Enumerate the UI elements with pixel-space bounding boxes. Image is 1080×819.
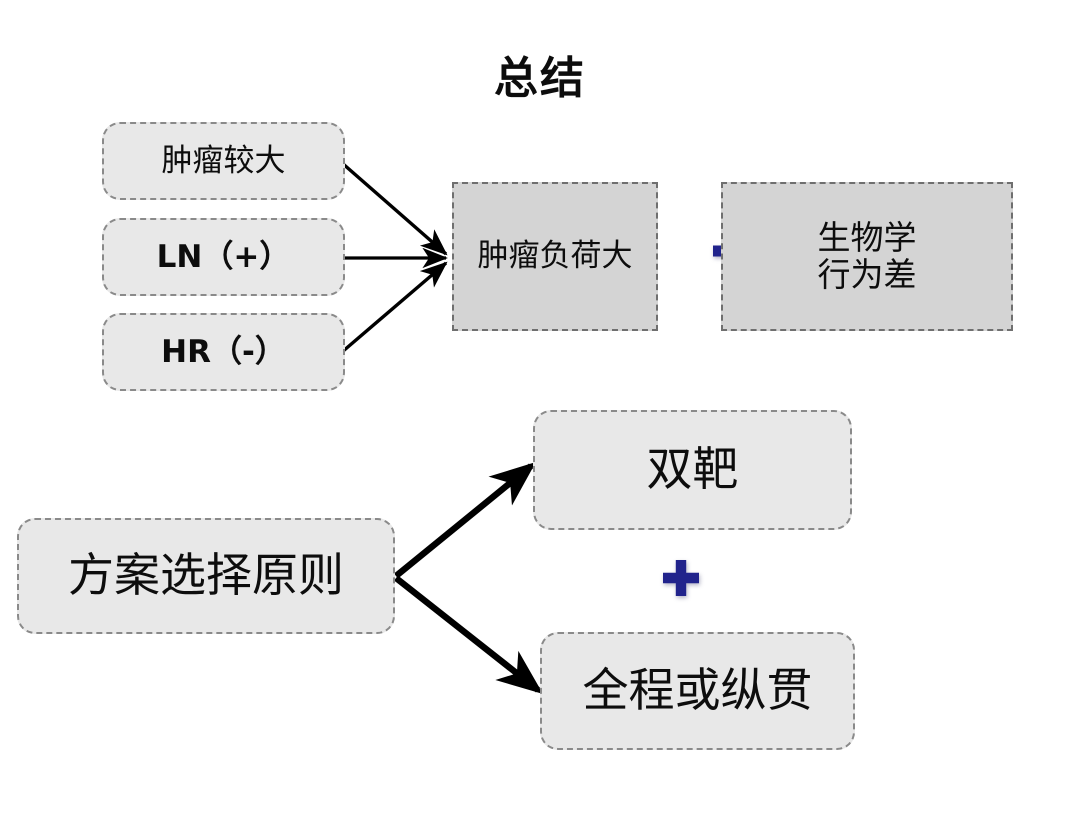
box-tumor-large[interactable]: 肿瘤较大 [102,122,345,200]
page-title: 总结 [494,53,586,104]
plus-cross-icon [663,560,699,596]
box-ln-positive[interactable]: LN（+） [102,218,345,296]
box-principle[interactable]: 方案选择原则 [17,518,395,634]
box-hr-negative[interactable]: HR（-） [102,313,345,391]
box-biology-poor[interactable]: 生物学 行为差 [721,182,1013,331]
arrow-hr-negative-to-burden [340,261,448,354]
arrow-principle-to-dual-target [393,461,536,579]
box-tumor-burden[interactable]: 肿瘤负荷大 [452,182,658,331]
box-whole-course[interactable]: 全程或纵贯 [540,632,855,750]
arrow-tumor-large-to-burden [340,161,448,256]
arrow-principle-to-whole-course [394,575,544,694]
box-dual-target[interactable]: 双靶 [533,410,852,530]
